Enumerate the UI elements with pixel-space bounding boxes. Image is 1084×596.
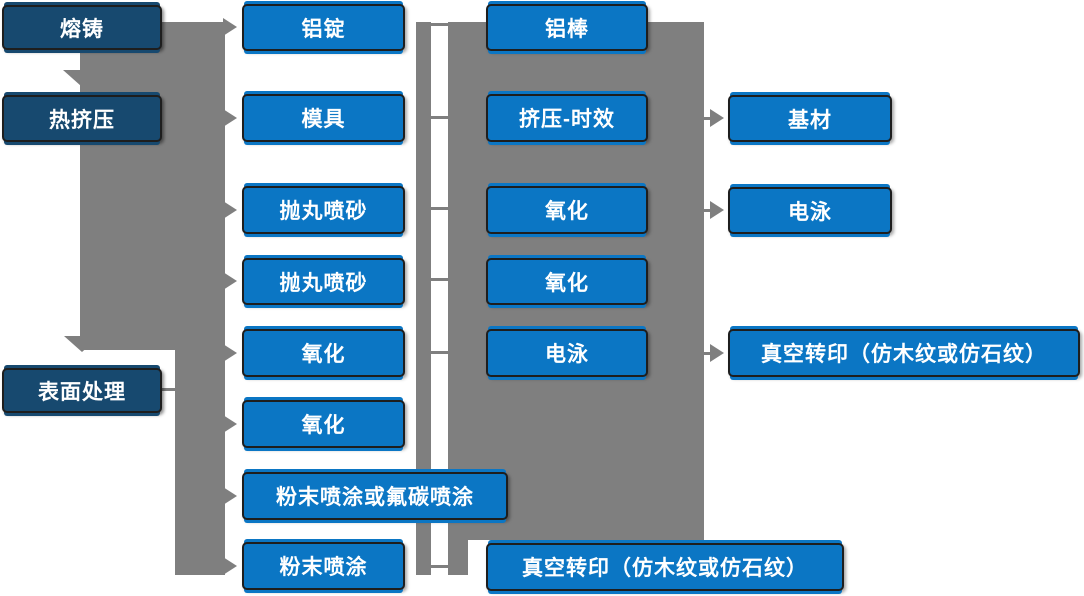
left-connector-block — [80, 22, 225, 350]
node-electrophoresis-c4: 电泳 — [728, 187, 892, 234]
node-oxidation-c3-1: 氧化 — [486, 186, 648, 234]
arrow-down-to-surface-treatment-icon — [64, 336, 100, 352]
arrow-to-mold-icon — [223, 109, 237, 127]
stem-to-vacuum-transfer — [704, 352, 712, 355]
middle-connector-bar — [416, 22, 431, 575]
left-connector-trunk — [175, 350, 225, 575]
arrow-to-base-material-icon — [710, 109, 724, 127]
node-aluminum-ingot: 铝锭 — [242, 4, 405, 51]
arrow-to-shot-blasting-1-icon — [223, 201, 237, 219]
node-shot-blasting-2: 抛丸喷砂 — [242, 258, 405, 305]
mid-link-line-5 — [430, 351, 448, 354]
node-powder-or-fluorocarbon-coating: 粉末喷涂或氟碳喷涂 — [242, 472, 508, 520]
mid-link-line-6 — [430, 565, 448, 568]
node-electrophoresis-c3: 电泳 — [486, 329, 648, 377]
node-base-material: 基材 — [728, 95, 892, 142]
mid-link-line-1 — [430, 23, 448, 26]
arrow-to-powder-coating-icon — [223, 557, 237, 575]
right-connector-tail — [448, 540, 468, 575]
node-extrusion-aging: 挤压-时效 — [486, 94, 648, 142]
node-vacuum-transfer-right: 真空转印（仿木纹或仿石纹） — [728, 329, 1080, 377]
node-vacuum-transfer-bottom: 真空转印（仿木纹或仿石纹） — [486, 543, 844, 591]
node-oxidation-c2-1: 氧化 — [242, 329, 405, 377]
node-mold: 模具 — [242, 94, 405, 142]
node-powder-coating: 粉末喷涂 — [242, 542, 405, 590]
arrow-to-oxidation-1-icon — [223, 344, 237, 362]
node-hot-extrusion: 热挤压 — [2, 95, 162, 142]
node-shot-blasting-1: 抛丸喷砂 — [242, 186, 405, 234]
arrow-to-oxidation-2-icon — [223, 415, 237, 433]
arrow-to-electrophoresis-icon — [710, 201, 724, 219]
node-aluminum-rod: 铝棒 — [486, 4, 648, 51]
arrow-to-vacuum-transfer-icon — [710, 344, 724, 362]
mid-link-line-2 — [430, 116, 448, 119]
mid-link-line-3 — [430, 207, 448, 210]
node-melt-casting: 熔铸 — [2, 5, 162, 50]
node-oxidation-c3-2: 氧化 — [486, 258, 648, 305]
arrow-to-powder-fluorocarbon-icon — [223, 487, 237, 505]
node-oxidation-c2-2: 氧化 — [242, 400, 405, 448]
arrow-down-to-hot-extrusion-icon — [63, 70, 99, 86]
stem-to-base-material — [704, 117, 712, 120]
arrow-to-shot-blasting-2-icon — [223, 272, 237, 290]
surface-treatment-stub-line — [162, 388, 176, 391]
arrow-to-aluminum-ingot-icon — [223, 18, 237, 36]
node-surface-treatment: 表面处理 — [2, 368, 162, 413]
stem-to-electrophoresis — [704, 209, 712, 212]
mid-link-line-4 — [430, 278, 448, 281]
